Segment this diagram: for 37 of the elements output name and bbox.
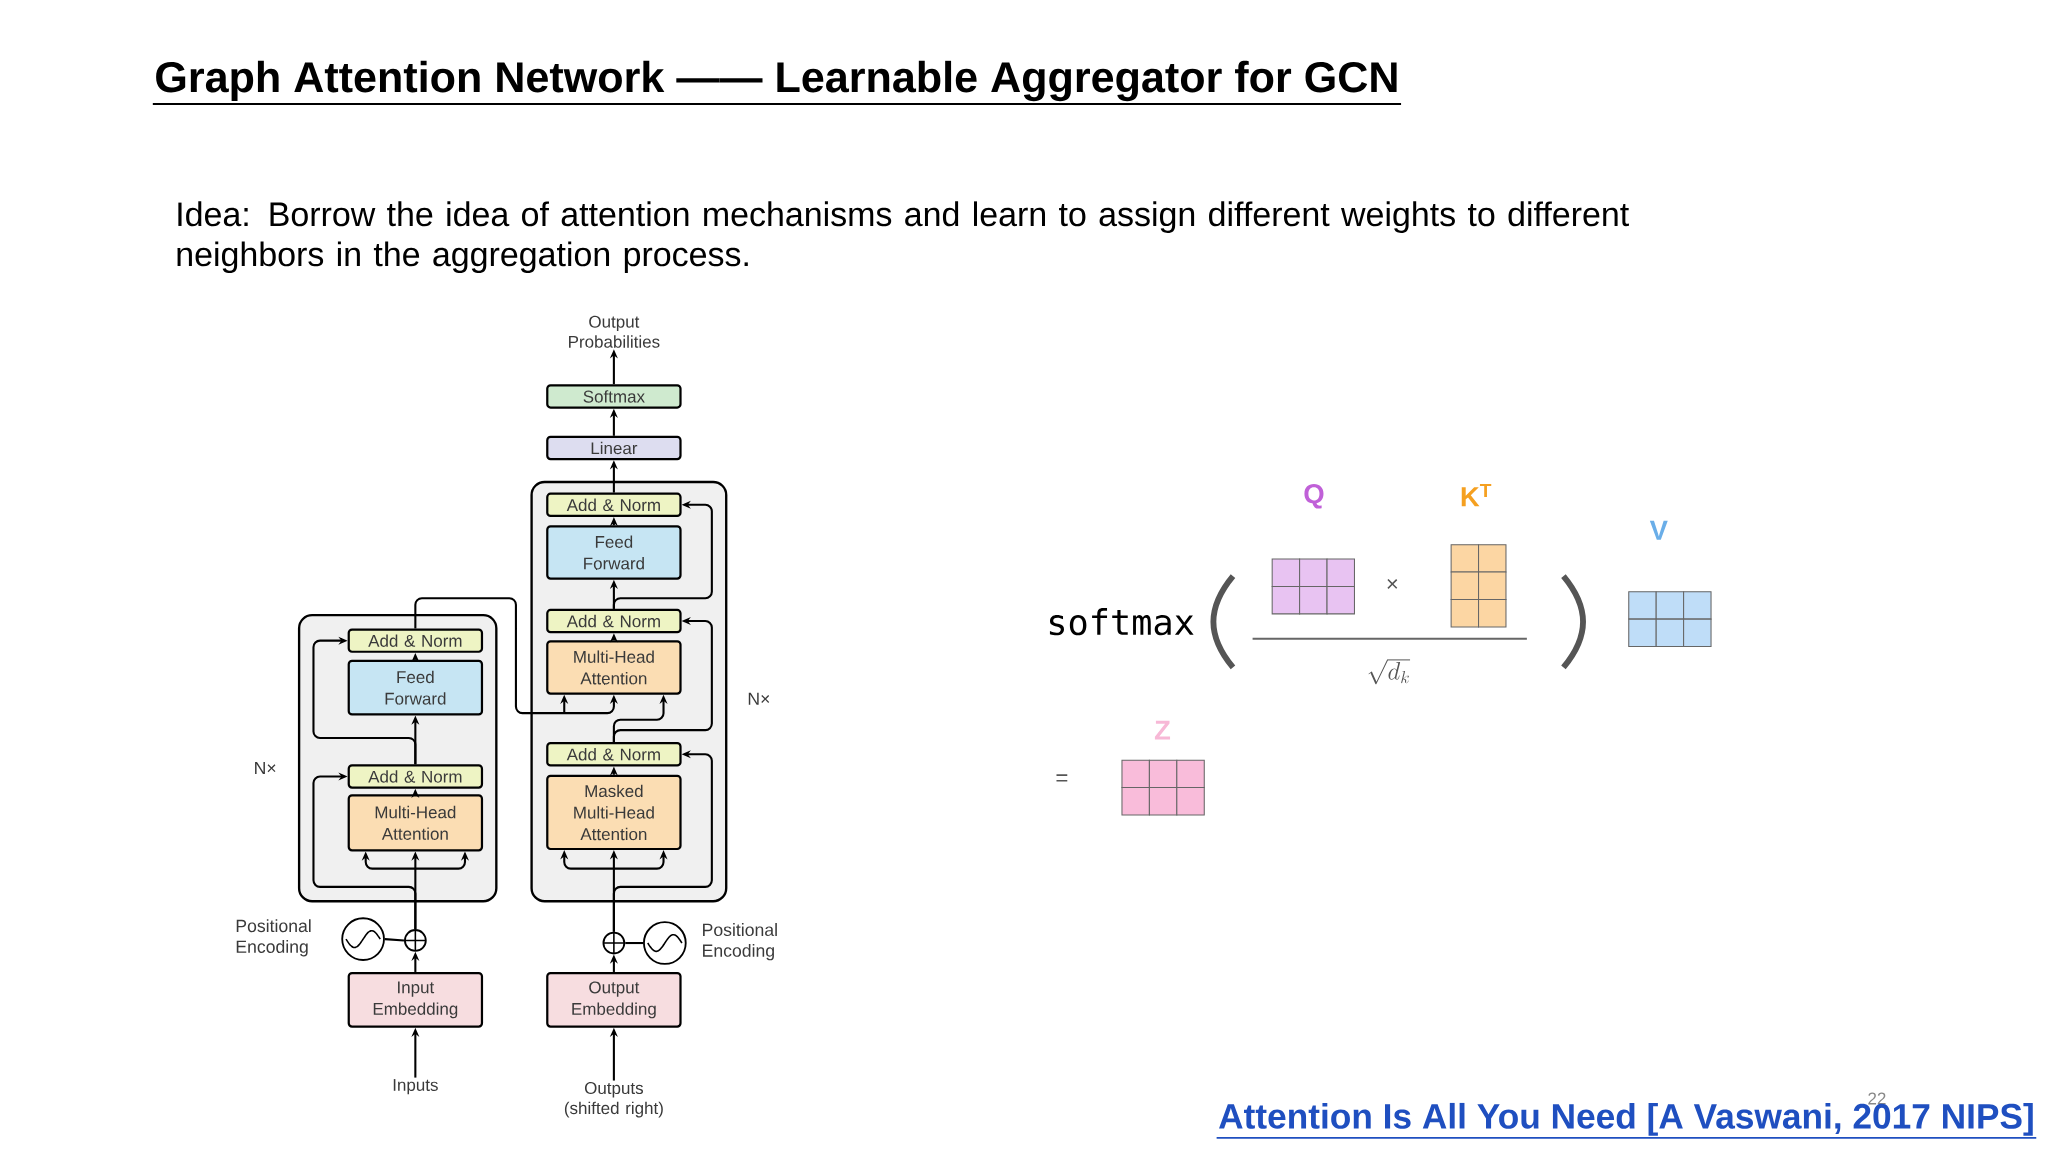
layer-box: Linear — [546, 435, 682, 461]
layer-box: Feed Forward — [546, 525, 682, 580]
layer-box: Add & Norm — [347, 764, 484, 789]
layer-box: Multi-Head Attention — [546, 640, 682, 695]
io-label: Output Probabilities — [569, 315, 660, 348]
operator-sign: = — [1056, 774, 1068, 782]
matrix-letter: Q — [1304, 484, 1324, 509]
layer-box: Input Embedding — [347, 971, 484, 1028]
layer-box: Masked Multi-Head Attention — [546, 774, 682, 851]
arrow — [312, 636, 417, 765]
sine-wave-symbol — [341, 917, 385, 961]
layer-box: Add & Norm — [546, 492, 682, 518]
adder-symbol — [602, 931, 626, 955]
layer-box: Softmax — [546, 384, 682, 409]
layer-box: Feed Forward — [347, 659, 484, 716]
side-label: Positional Encoding — [236, 919, 311, 957]
matrix-letter: K$^{T}$ — [1461, 483, 1492, 507]
formula: $\sqrt{d_k}$ — [1368, 659, 1411, 685]
layer-box: Add & Norm — [546, 608, 682, 634]
matrix-letter: V — [1649, 520, 1668, 540]
paragraph-text: Idea: Borrow the idea of attention mechanisms and learn to assign different weights to different neighbors in the aggregation process. — [177, 201, 1629, 274]
sine-wave-symbol — [643, 921, 687, 965]
layer-box: Multi-Head Attention — [347, 794, 484, 852]
io-label: Outputs (shifted right) — [564, 1082, 663, 1118]
citation-link: Attention Is All You Need [A Vaswani, 2017 NIPS] — [1215, 1102, 2038, 1139]
operator-sign: × — [1387, 579, 1398, 589]
matrix-letter: Z — [1154, 720, 1171, 740]
layer-box: Add & Norm — [347, 628, 484, 653]
side-label: Positional Encoding — [703, 923, 777, 961]
side-label: N× — [748, 692, 770, 705]
io-label: Inputs — [393, 1079, 438, 1095]
slide-title: Graph Attention Network —— Learnable Aggregator for GCN — [151, 60, 1403, 105]
adder-symbol — [404, 929, 427, 952]
side-label: N× — [255, 761, 276, 775]
function-name: softmax — [1049, 608, 1194, 636]
layer-box: Output Embedding — [546, 971, 682, 1028]
layer-box: Add & Norm — [546, 742, 682, 767]
